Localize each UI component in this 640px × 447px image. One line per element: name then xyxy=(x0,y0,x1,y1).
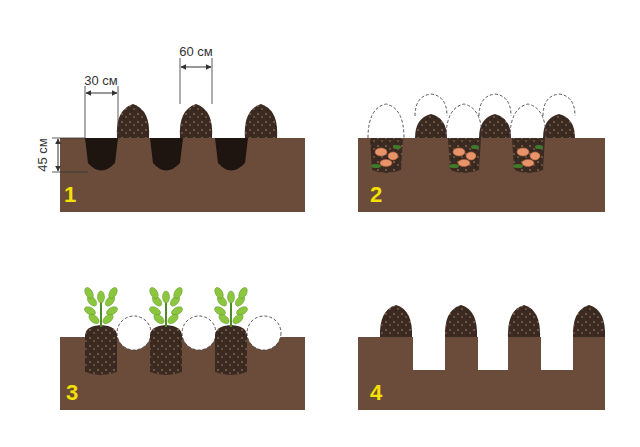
dimension-label: 45 см xyxy=(35,138,50,172)
potato-plant xyxy=(148,286,184,327)
dimension-label: 30 см xyxy=(84,73,118,88)
step-number: 3 xyxy=(66,380,78,406)
step-number: 4 xyxy=(370,380,382,406)
panel-ridges xyxy=(358,305,605,410)
potato-plant xyxy=(83,286,119,327)
panel-hilled-plants xyxy=(60,286,305,410)
potato-plant xyxy=(213,286,249,327)
panel-filled-trenches xyxy=(358,94,605,212)
dimension-label: 60 см xyxy=(179,44,213,59)
panel-trenches xyxy=(52,58,305,212)
step-number: 2 xyxy=(370,182,382,208)
step-number: 1 xyxy=(64,182,76,208)
